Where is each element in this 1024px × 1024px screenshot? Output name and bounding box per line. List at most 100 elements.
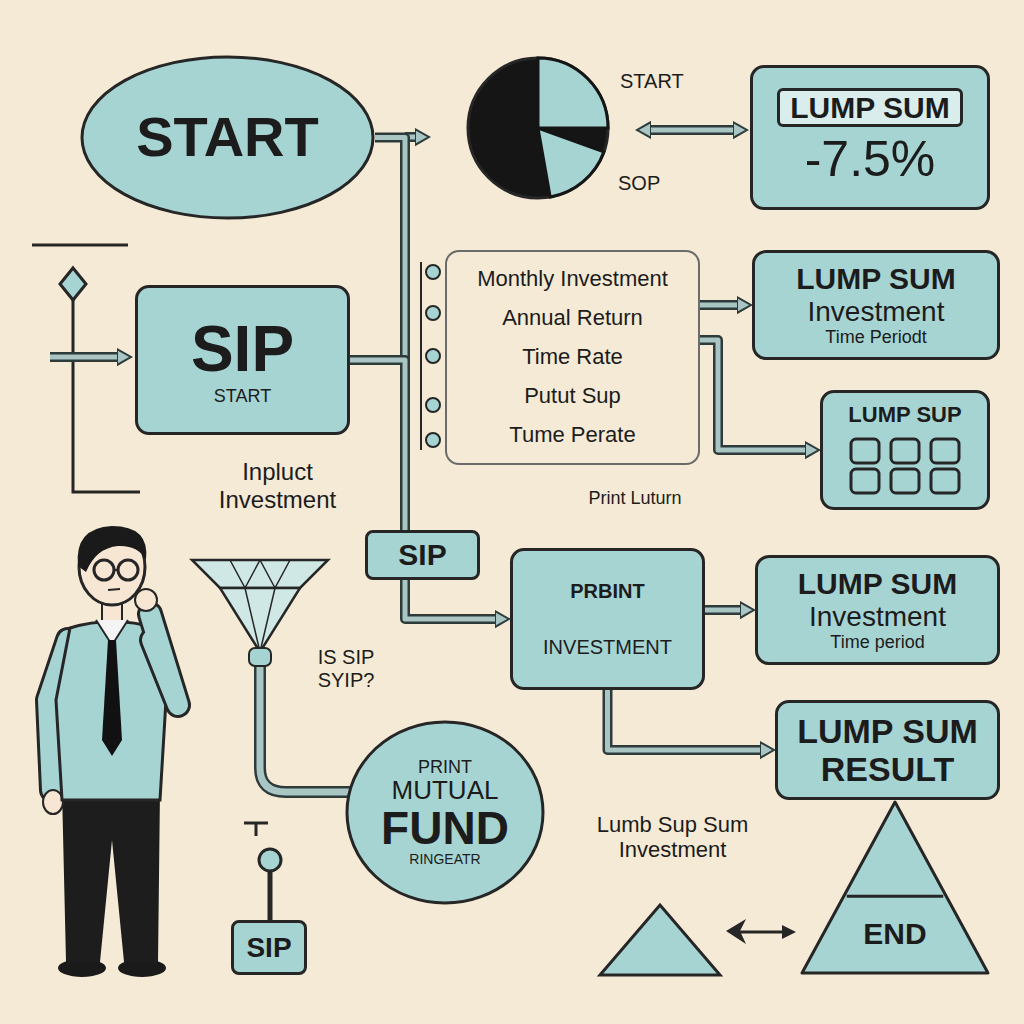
bullet xyxy=(426,349,440,363)
oval-shape xyxy=(82,57,373,218)
node-title: LUMP SUP xyxy=(848,403,961,428)
pie-slice xyxy=(538,58,608,128)
grid-cell xyxy=(931,439,959,463)
pipe-arrow xyxy=(650,130,734,131)
node-text: Time Periodt xyxy=(825,327,926,347)
process-box: SIPSTART xyxy=(135,285,350,435)
node-text: FUND xyxy=(381,804,509,852)
pipe-outline xyxy=(705,605,741,615)
node-title: LUMP SUM xyxy=(798,567,957,601)
arm-outline xyxy=(150,614,178,705)
person-figure xyxy=(43,526,178,977)
bullet xyxy=(426,398,440,412)
glasses xyxy=(94,560,114,580)
pipe-fill xyxy=(50,355,118,360)
pipe-outline xyxy=(650,125,734,135)
node-text: MUTUAL xyxy=(392,777,499,804)
arrow-line xyxy=(740,931,784,934)
node-text: Time period xyxy=(830,632,924,652)
start-oval: START xyxy=(80,55,375,220)
bullet xyxy=(426,433,440,447)
process-box: LUMP SUMInvestmentTime Periodt xyxy=(752,250,1000,360)
node-text: START xyxy=(214,386,271,406)
pipe-knob xyxy=(249,648,271,666)
pipe-outline xyxy=(700,300,738,310)
gem-point xyxy=(220,588,300,652)
result-box: LUMP SUM-7.5% xyxy=(750,65,990,210)
node-title: END xyxy=(863,917,926,951)
input-list: Monthly InvestmentAnnual ReturnTime Rate… xyxy=(445,250,700,465)
glasses xyxy=(118,560,138,580)
node-text: Time Rate xyxy=(522,345,623,370)
node-text: Investment xyxy=(808,296,945,327)
grid-icon xyxy=(845,435,965,497)
node-title: PRBINT xyxy=(570,580,644,602)
pie-disc xyxy=(468,58,608,198)
tee-mark xyxy=(244,823,268,836)
result-box: LUMP SUM RESULT xyxy=(775,700,1000,800)
connector xyxy=(405,580,496,619)
node-title: SIP xyxy=(191,314,294,386)
pipe-outline xyxy=(405,580,496,619)
connector xyxy=(700,305,738,306)
fund-circle: PRINTMUTUALFUNDRINGEATR xyxy=(345,720,545,905)
process-box: SIP xyxy=(365,530,480,580)
annotation-label: Print Luturn xyxy=(555,488,715,509)
gem-facet xyxy=(230,560,290,652)
node-text: Annual Return xyxy=(502,306,643,331)
pipe-outline xyxy=(350,360,405,530)
process-box: LUMP SUP xyxy=(820,390,990,510)
triangle-band xyxy=(847,895,944,898)
pie-label: SOP xyxy=(618,172,688,195)
pipe-fill xyxy=(350,360,405,530)
triangle-shape xyxy=(600,905,720,975)
face-line xyxy=(108,570,120,590)
node-text: Investment xyxy=(809,601,946,632)
pipe-fill xyxy=(705,608,741,613)
side-bracket xyxy=(32,245,140,492)
annotation-label: Lumb Sup Sum Investment xyxy=(580,812,765,863)
rule-line xyxy=(32,244,128,247)
pipe-fill xyxy=(700,303,738,308)
pipe-fill xyxy=(405,580,496,619)
node-title: LUMP SUM RESULT xyxy=(788,712,987,788)
node-text: INVESTMENT xyxy=(543,636,672,658)
node-title: Monthly Investment xyxy=(477,267,668,292)
hand xyxy=(135,589,157,611)
node-title: LUMP SUM xyxy=(777,88,962,128)
trousers xyxy=(62,790,160,962)
stem-knob xyxy=(259,849,281,871)
arrow-head xyxy=(782,925,796,939)
grid-cell xyxy=(851,469,879,493)
arm xyxy=(150,614,178,705)
stem xyxy=(244,823,281,920)
connector xyxy=(705,610,741,611)
pipe-outline xyxy=(608,690,762,750)
node-title: SIP xyxy=(246,932,291,963)
process-box: SIP xyxy=(231,920,307,975)
node-title: LUMP SUM xyxy=(796,262,955,296)
node-text: RINGEATR xyxy=(409,852,480,867)
grid-cell xyxy=(891,469,919,493)
process-box: LUMP SUMInvestmentTime period xyxy=(755,555,1000,665)
bullet xyxy=(426,306,440,320)
grid-cell xyxy=(851,439,879,463)
pipe-fill xyxy=(608,690,762,750)
pipe-outline xyxy=(50,352,118,362)
bracket-line xyxy=(73,300,140,492)
grid-cell xyxy=(931,469,959,493)
decision-label: IS SIP SYIP? xyxy=(296,646,396,692)
small-diamond xyxy=(60,268,86,300)
node-title: SIP xyxy=(398,538,446,572)
circle-shape xyxy=(347,722,543,903)
pie-slice xyxy=(538,128,604,197)
bullet-rail xyxy=(421,262,440,450)
process-box: PRBINT INVESTMENT xyxy=(510,548,705,690)
pipe-fill xyxy=(650,128,734,133)
pie-chart xyxy=(468,58,608,198)
bullet xyxy=(426,265,440,279)
tie xyxy=(102,640,122,756)
connector xyxy=(350,360,405,530)
node-title: PRINT xyxy=(418,758,472,777)
grid-cell xyxy=(891,439,919,463)
